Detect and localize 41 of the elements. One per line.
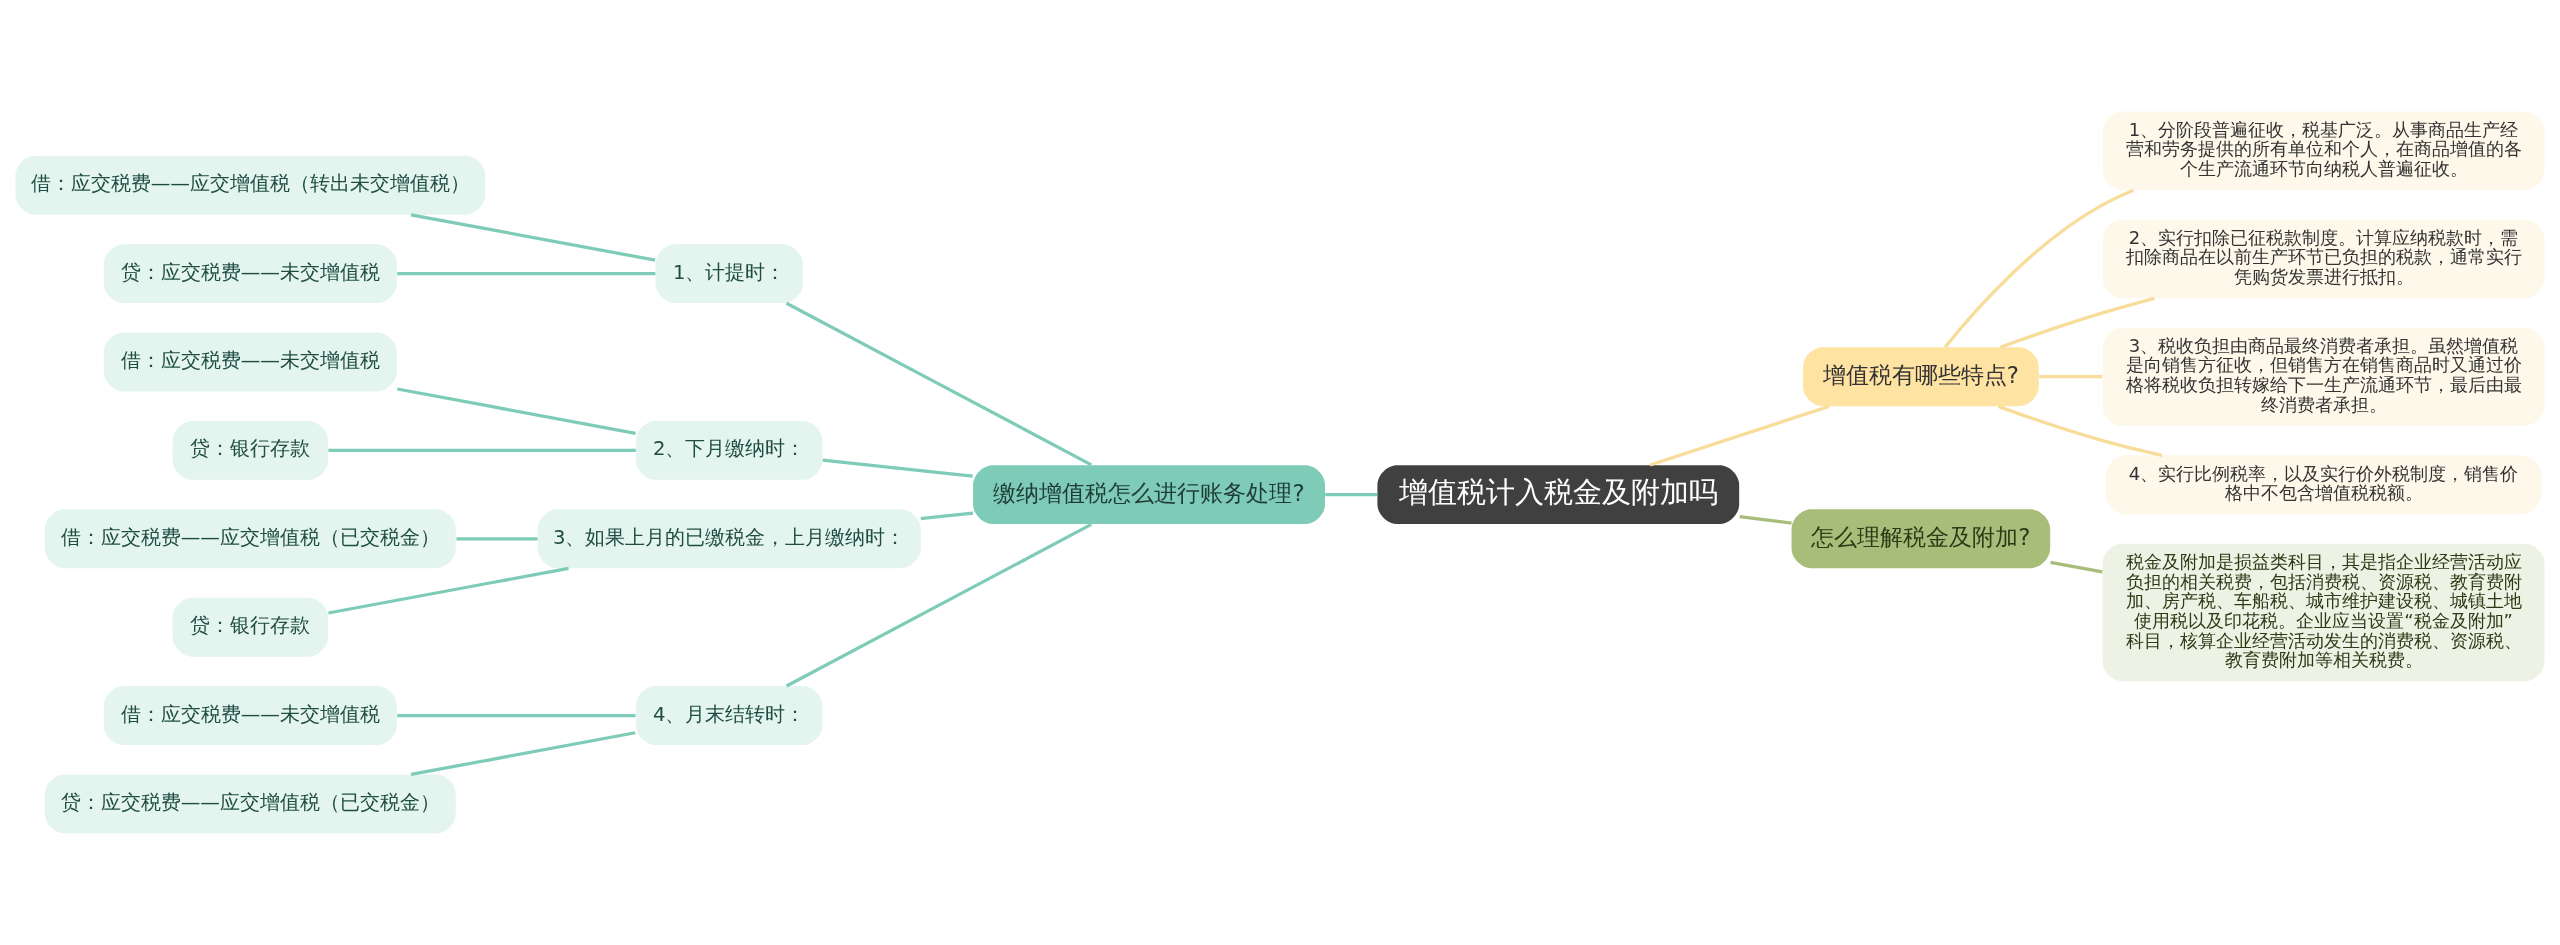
node-box: 3、税收负担由商品最终消费者承担。虽然增值税是向销售方征收，但销售方在销售商品时又通过价格将税收负担转嫁给下一生产流通环节，最后由最终消费者承担。 (2102, 327, 2545, 426)
connector (396, 387, 636, 435)
connector (1649, 404, 1830, 467)
node-box: 贷：应交税费——应交增值税（已交税金） (44, 774, 456, 834)
node-box: 贷：银行存款 (172, 597, 329, 657)
connector (785, 522, 1093, 688)
node-box: 增值税有哪些特点? (1803, 347, 2039, 407)
node-box: 1、分阶段普遍征收，税基广泛。从事商品生产经营和劳务提供的所有单位和个人，在商品增值的各个生产流通环节向纳税人普遍征收。 (2102, 111, 2545, 191)
node-box: 1、计提时： (655, 244, 803, 304)
connector (1997, 404, 2163, 457)
node-box: 税金及附加是损益类科目，其是指企业经营活动应负担的相关税费，包括消费税、资源税、教育费附加、房产税、车船税、城市维护建设税、城镇土地使用税以及印花税。企业应当设置“税金及附加”科目，核算企业经营活动发生的消费税、资源税、教育费附加等相关税费。 (2102, 543, 2545, 682)
node-box: 贷：应交税费——未交增值税 (103, 244, 397, 304)
connector (456, 537, 538, 541)
node-box: 借：应交税费——应交增值税（已交税金） (44, 509, 456, 569)
connector (397, 713, 636, 718)
node-box: 2、下月缴纳时： (635, 420, 823, 480)
node-box: 4、实行比例税率，以及实行价外税制度，销售价格中不包含增值税税额。 (2105, 455, 2542, 515)
connector (822, 458, 973, 478)
node-box: 怎么理解税金及附加? (1791, 509, 2051, 569)
connector (2050, 560, 2103, 574)
node-box: 借：应交税费——应交增值税（转出未交增值税） (15, 155, 486, 215)
connector (1944, 188, 2134, 348)
connector (2039, 375, 2103, 379)
node-box: 缴纳增值税怎么进行账务处理? (973, 465, 1325, 525)
connector (920, 511, 974, 521)
connector (397, 271, 656, 276)
node-box: 2、实行扣除已征税款制度。计算应纳税款时，需扣除商品在以前生产环节已负担的税款，通常实行凭购货发票进行抵扣。 (2102, 219, 2545, 299)
node-box: 贷：银行存款 (172, 420, 329, 480)
connector (1739, 515, 1792, 525)
node-box: 增值税计入税金及附加吗 (1377, 465, 1740, 525)
connector (1999, 296, 2155, 349)
node-box: 4、月末结转时： (635, 686, 823, 746)
connector (328, 566, 569, 615)
connector (410, 731, 636, 777)
connector (785, 301, 1093, 467)
connector (410, 213, 656, 262)
connector (328, 448, 636, 453)
node-box: 借：应交税费——未交增值税 (103, 332, 397, 392)
node-box: 借：应交税费——未交增值税 (103, 686, 397, 746)
node-box: 3、如果上月的已缴税金，上月缴纳时： (537, 509, 921, 569)
connector (1325, 492, 1378, 497)
